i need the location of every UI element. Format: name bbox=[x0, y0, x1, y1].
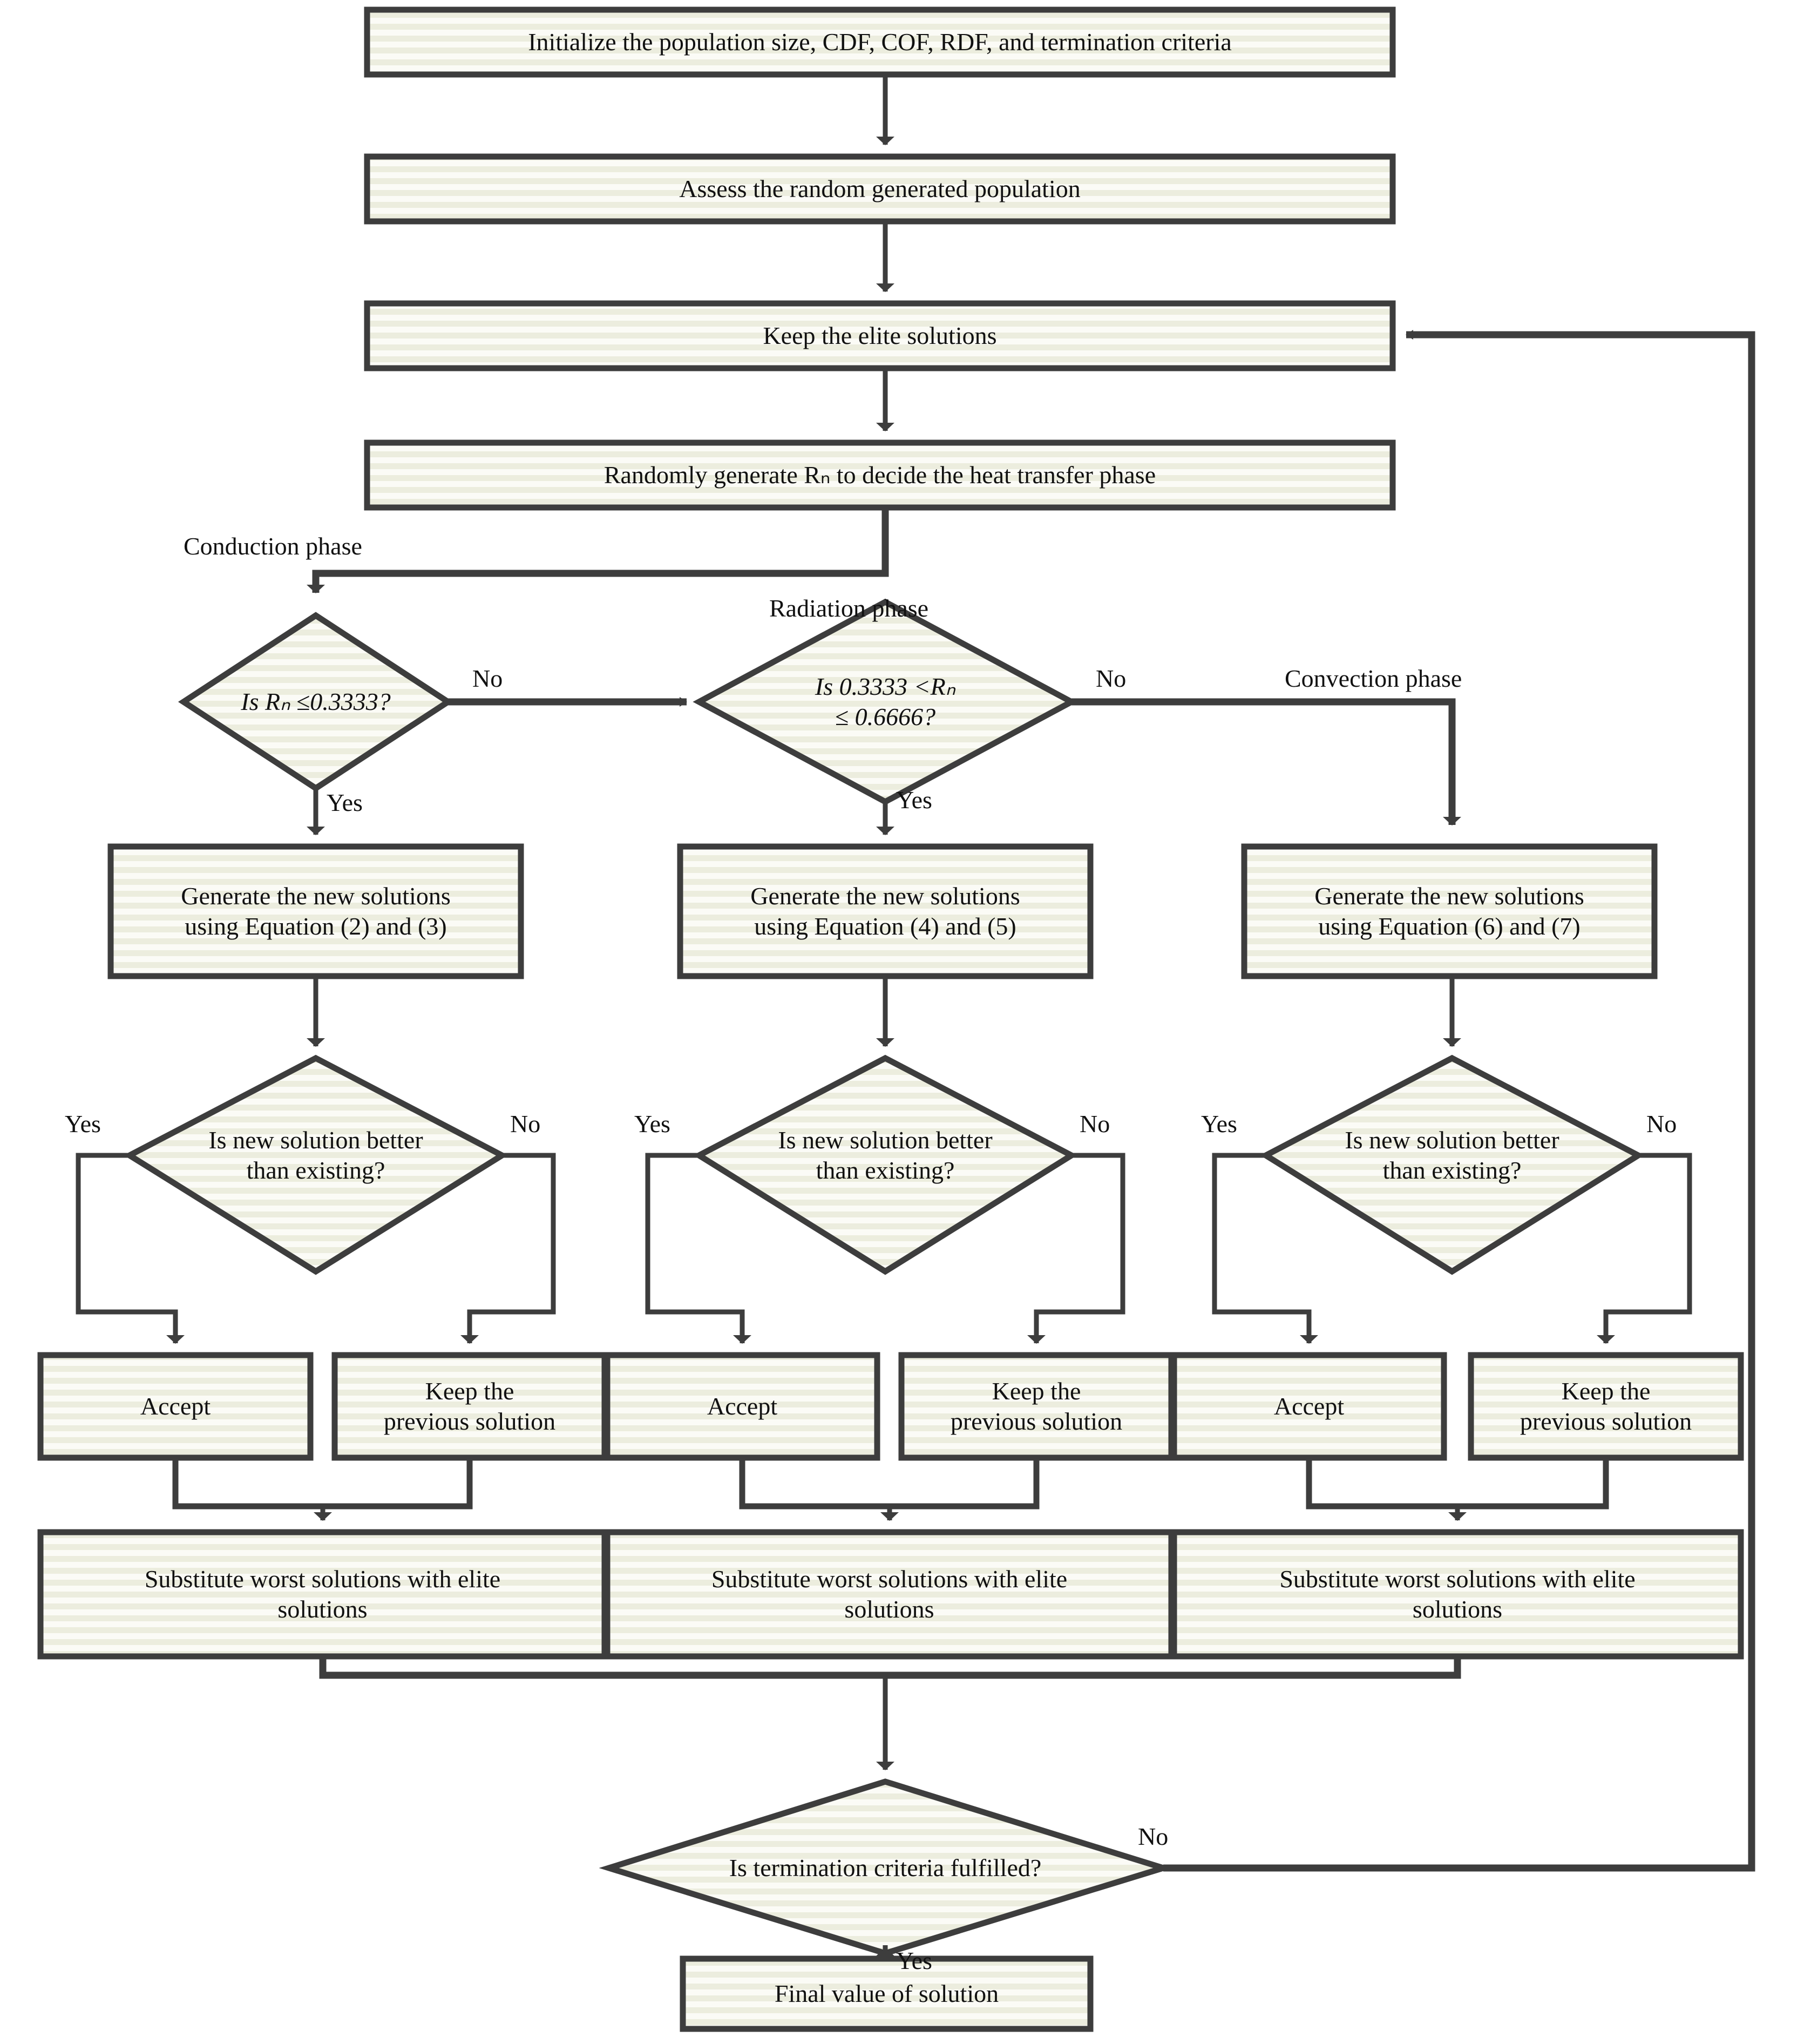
edge-label-radiation-phase: Radiation phase bbox=[769, 594, 929, 622]
edge-subst-bus bbox=[319, 1656, 1461, 1679]
edge-merge-conv bbox=[1306, 1458, 1609, 1510]
edge-better-rad-no bbox=[1027, 1153, 1125, 1344]
node-keep-elite bbox=[364, 300, 1396, 371]
edge-better-rad-yes bbox=[645, 1153, 751, 1344]
node-better-cond bbox=[123, 1054, 508, 1275]
node-better-rad bbox=[693, 1054, 1078, 1275]
edge-merge-rad bbox=[739, 1458, 1040, 1510]
edge-label-yes-rad: Yes bbox=[896, 786, 932, 814]
edge-label-no-termination: No bbox=[1138, 1823, 1169, 1850]
edge-label-yes-better-cond: Yes bbox=[65, 1110, 101, 1138]
node-subst-cond bbox=[37, 1529, 608, 1660]
node-initialize bbox=[364, 6, 1396, 78]
node-decide-conduction bbox=[178, 612, 454, 792]
edge-label-no-rad: No bbox=[1096, 665, 1127, 692]
node-gen-rad bbox=[677, 843, 1094, 979]
node-better-conv bbox=[1259, 1054, 1645, 1275]
edge-label-no-cond: No bbox=[472, 665, 503, 692]
node-random-rn bbox=[364, 439, 1396, 511]
node-keep-prev-conv bbox=[1468, 1352, 1744, 1461]
node-accept-conv bbox=[1171, 1352, 1447, 1461]
node-decide-radiation bbox=[693, 598, 1078, 806]
node-keep-prev-rad bbox=[898, 1352, 1175, 1461]
edge-rad-no-to-conv bbox=[1071, 698, 1461, 825]
node-termination bbox=[599, 1778, 1174, 1957]
edge-label-no-better-rad: No bbox=[1080, 1110, 1110, 1138]
edge-label-conduction-phase: Conduction phase bbox=[184, 532, 362, 560]
node-subst-conv bbox=[1171, 1529, 1744, 1660]
edge-better-conv-yes bbox=[1212, 1153, 1318, 1344]
edge-termination-no bbox=[1163, 330, 1755, 1872]
node-keep-prev-cond bbox=[331, 1352, 608, 1461]
edge-random-split bbox=[307, 507, 889, 593]
node-accept-rad bbox=[604, 1352, 880, 1461]
edge-label-no-better-cond: No bbox=[510, 1110, 541, 1138]
edge-merge-cond bbox=[172, 1458, 473, 1510]
edge-label-yes-cond: Yes bbox=[327, 789, 363, 816]
node-final bbox=[680, 1955, 1094, 2032]
edge-label-yes-better-conv: Yes bbox=[1201, 1110, 1237, 1138]
edge-label-yes-better-rad: Yes bbox=[634, 1110, 670, 1138]
node-gen-conv bbox=[1241, 843, 1658, 979]
edge-better-cond-yes bbox=[76, 1153, 185, 1344]
edge-label-convection-phase: Convection phase bbox=[1285, 665, 1462, 692]
node-accept-cond bbox=[37, 1352, 314, 1461]
node-assess bbox=[364, 153, 1396, 225]
node-gen-cond bbox=[107, 843, 524, 979]
node-subst-rad bbox=[604, 1529, 1175, 1660]
edge-label-no-better-conv: No bbox=[1646, 1110, 1677, 1138]
edge-label-yes-termination: Yes bbox=[896, 1947, 932, 1974]
edge-better-cond-no bbox=[460, 1153, 556, 1344]
edge-better-conv-no bbox=[1597, 1153, 1692, 1344]
